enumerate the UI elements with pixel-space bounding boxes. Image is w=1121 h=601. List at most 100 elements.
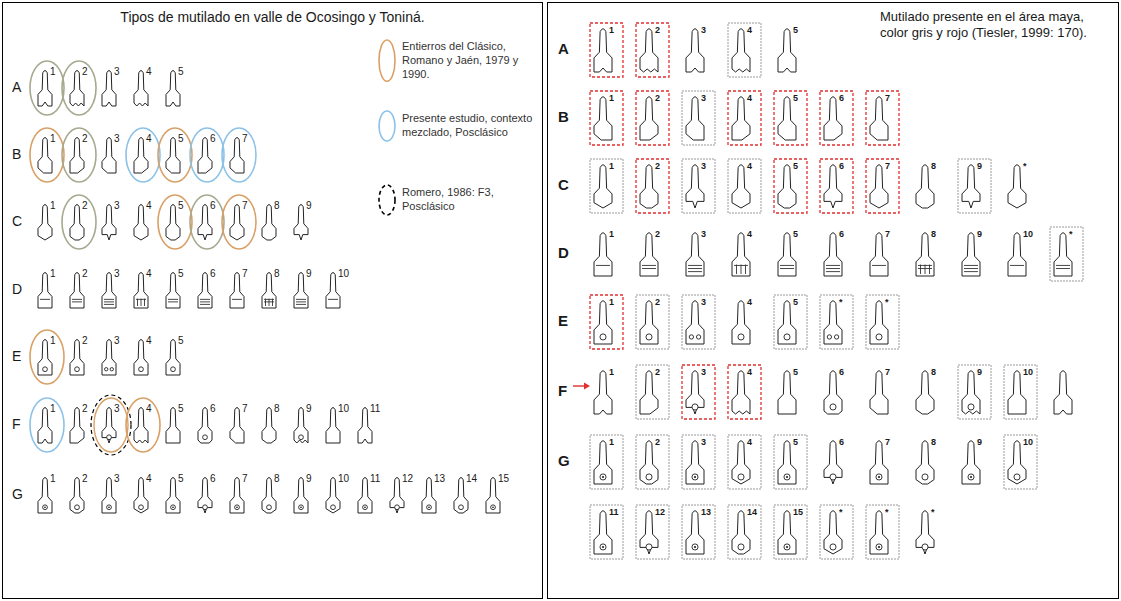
row-letter: G (558, 453, 570, 468)
filed-groove (168, 301, 178, 302)
tooth-figure (824, 233, 842, 276)
filed-groove (1010, 265, 1024, 266)
tooth-figure (422, 478, 436, 513)
tooth-outline (326, 408, 340, 443)
tooth-figure (778, 371, 796, 414)
inlay (491, 505, 496, 510)
tooth-outline (294, 205, 308, 240)
type-number: 7 (242, 404, 248, 414)
tooth-figure (686, 29, 704, 72)
tooth-figure (102, 71, 116, 106)
tooth-figure (134, 205, 148, 240)
tooth-outline (640, 29, 658, 72)
tooth-outline (916, 371, 934, 414)
inlay (363, 505, 368, 510)
tooth-outline (778, 441, 796, 484)
type-number: 4 (146, 201, 152, 211)
red-box (636, 91, 669, 145)
tooth-outline (778, 165, 796, 208)
tooth-outline (686, 511, 704, 554)
inlay (203, 505, 208, 510)
inlay (171, 505, 176, 510)
tooth-figure (732, 511, 750, 554)
red-box (590, 295, 623, 349)
tooth-figure (70, 71, 84, 106)
tooth-figure (1008, 371, 1026, 414)
tooth-outline (1054, 233, 1072, 276)
tooth-figure (230, 408, 244, 443)
tooth-outline (640, 371, 658, 414)
type-number: 9 (306, 474, 312, 484)
tooth-outline (594, 511, 612, 554)
tooth-outline (326, 478, 340, 513)
type-number: 1 (50, 474, 56, 484)
tooth-outline (38, 340, 52, 375)
tooth-outline (422, 478, 436, 513)
type-number: 1 (609, 26, 614, 35)
inlay-dot (172, 506, 174, 508)
tooth-figure (230, 478, 244, 513)
type-number: 5 (793, 26, 798, 35)
tooth-figure (486, 478, 500, 513)
type-number: * (839, 508, 843, 517)
tooth-figure (102, 138, 116, 173)
tooth-outline (294, 478, 308, 513)
inlay (834, 335, 838, 339)
tooth-outline (686, 97, 704, 140)
tooth-figure (916, 511, 934, 554)
type-number: 8 (274, 201, 280, 211)
tooth-outline (230, 478, 244, 513)
type-number: 6 (839, 94, 844, 103)
tooth-outline (824, 233, 842, 276)
type-number: 1 (50, 134, 56, 144)
filed-groove (872, 265, 886, 266)
type-number: 8 (274, 269, 280, 279)
type-number: 6 (210, 134, 216, 144)
tooth-figure (686, 97, 704, 140)
panel-heading: Mutilado presente en el área maya, color… (880, 9, 1108, 40)
tooth-figure (640, 301, 658, 344)
tooth-outline (166, 340, 180, 375)
grey-box (728, 435, 761, 489)
inlay-dot (786, 546, 788, 548)
tooth-outline (294, 408, 308, 443)
tooth-outline (870, 301, 888, 344)
type-number: 2 (655, 26, 660, 35)
filed-groove (328, 299, 338, 300)
panel-heading: Tipos de mutilado en valle de Ocosingo y… (3, 9, 542, 26)
tooth-outline (824, 165, 842, 208)
tooth-outline (778, 233, 796, 276)
inlay (331, 505, 336, 510)
tooth-outline (326, 273, 340, 308)
filed-groove (920, 265, 921, 274)
type-number: 12 (655, 508, 665, 517)
tooth-outline (166, 71, 180, 106)
tooth-outline (686, 29, 704, 72)
tooth-outline (198, 205, 212, 240)
inlay-dot (108, 506, 110, 508)
tooth-outline (870, 371, 888, 414)
legend-swatch (376, 183, 398, 217)
tooth-figure (594, 371, 612, 414)
filed-groove (688, 268, 702, 269)
tooth-figure (732, 441, 750, 484)
row-letter: B (12, 147, 21, 161)
tooth-figure (70, 408, 84, 443)
row-letter: D (558, 245, 569, 260)
tooth-figure (594, 301, 612, 344)
filed-groove (780, 268, 794, 269)
inlay (692, 544, 698, 550)
grey-box (682, 91, 715, 145)
filed-groove (780, 265, 794, 266)
type-number: 6 (839, 230, 844, 239)
filed-groove (200, 301, 210, 302)
inlay (646, 544, 652, 550)
tooth-outline (38, 205, 52, 240)
red-box (590, 91, 623, 145)
type-number: 6 (210, 269, 216, 279)
type-number: 5 (178, 134, 184, 144)
inlay (139, 505, 144, 510)
grey-box (958, 365, 991, 419)
tooth-figure (732, 371, 750, 414)
marker-ellipse (30, 330, 64, 384)
